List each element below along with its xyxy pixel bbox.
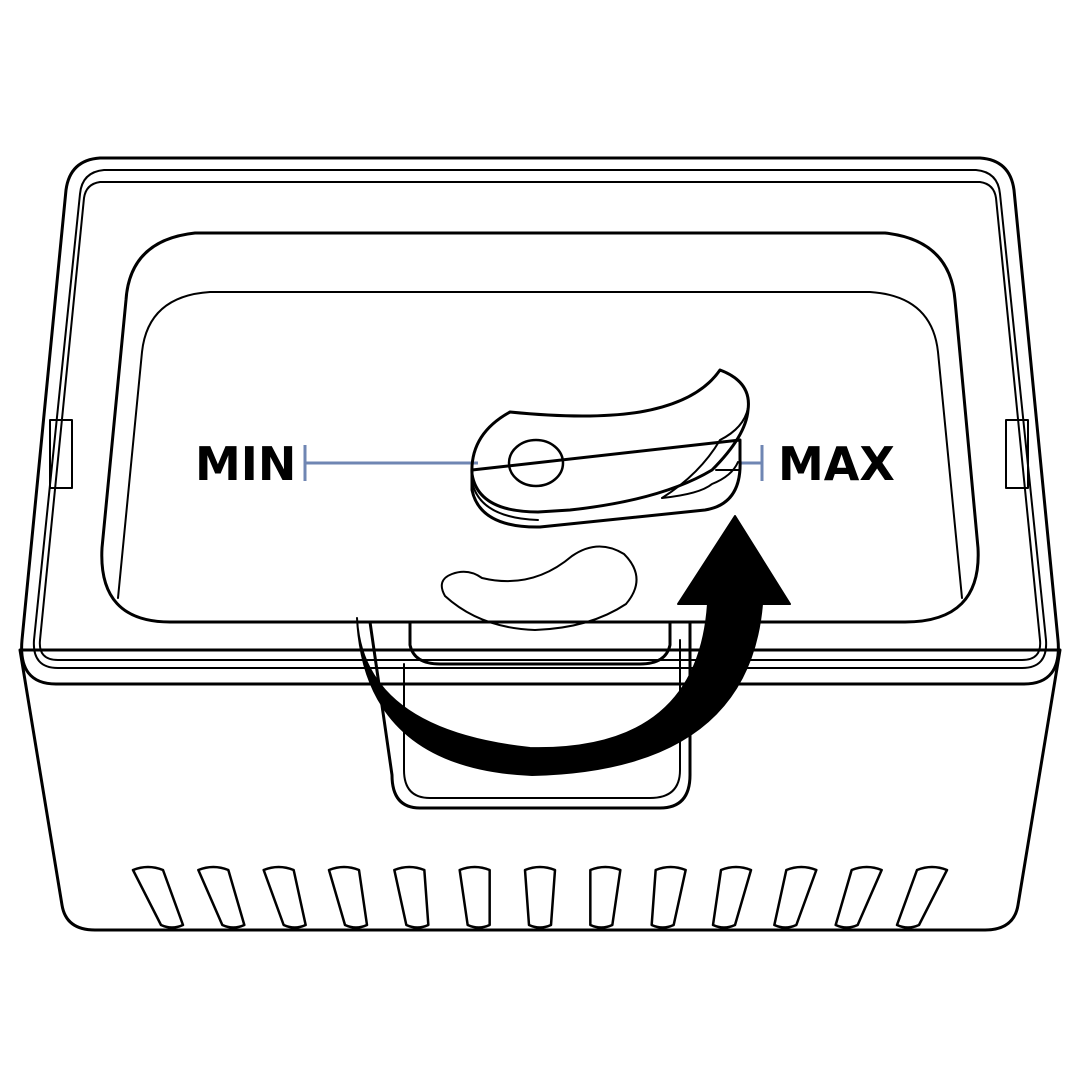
vent-slot xyxy=(650,865,687,929)
rotation-arrow-icon xyxy=(356,515,791,776)
housing-body xyxy=(18,648,1062,932)
vent-slot xyxy=(523,865,557,929)
tank-recess-inner xyxy=(209,291,963,599)
knob-slot xyxy=(440,545,638,631)
front-channel-inner xyxy=(403,639,681,799)
tank-recess xyxy=(100,231,980,624)
vent-slot xyxy=(458,865,491,929)
vent-slot xyxy=(773,865,818,929)
max-label: MAX xyxy=(778,437,895,491)
front-channel xyxy=(368,620,692,810)
vent-slot xyxy=(589,865,622,929)
vent-slot xyxy=(262,865,307,929)
vent-slot xyxy=(895,865,949,929)
vent-slot xyxy=(197,865,246,929)
vent-slot xyxy=(711,865,753,929)
right-clip xyxy=(1005,419,1029,489)
tank-recess-inner-left xyxy=(117,291,211,599)
control-knob xyxy=(470,368,750,529)
left-clip xyxy=(49,419,73,489)
lid-rim xyxy=(32,169,1048,669)
vent-slot xyxy=(131,865,185,929)
vent-slot xyxy=(393,865,430,929)
vent-slot xyxy=(834,865,883,929)
knob-center xyxy=(507,438,565,488)
vent-slot xyxy=(327,865,369,929)
vent-slots xyxy=(131,865,949,929)
lid-rim-inner xyxy=(38,181,1042,661)
min-label: MIN xyxy=(195,437,296,491)
lid-outer xyxy=(20,156,1060,686)
level-scale xyxy=(303,445,764,481)
